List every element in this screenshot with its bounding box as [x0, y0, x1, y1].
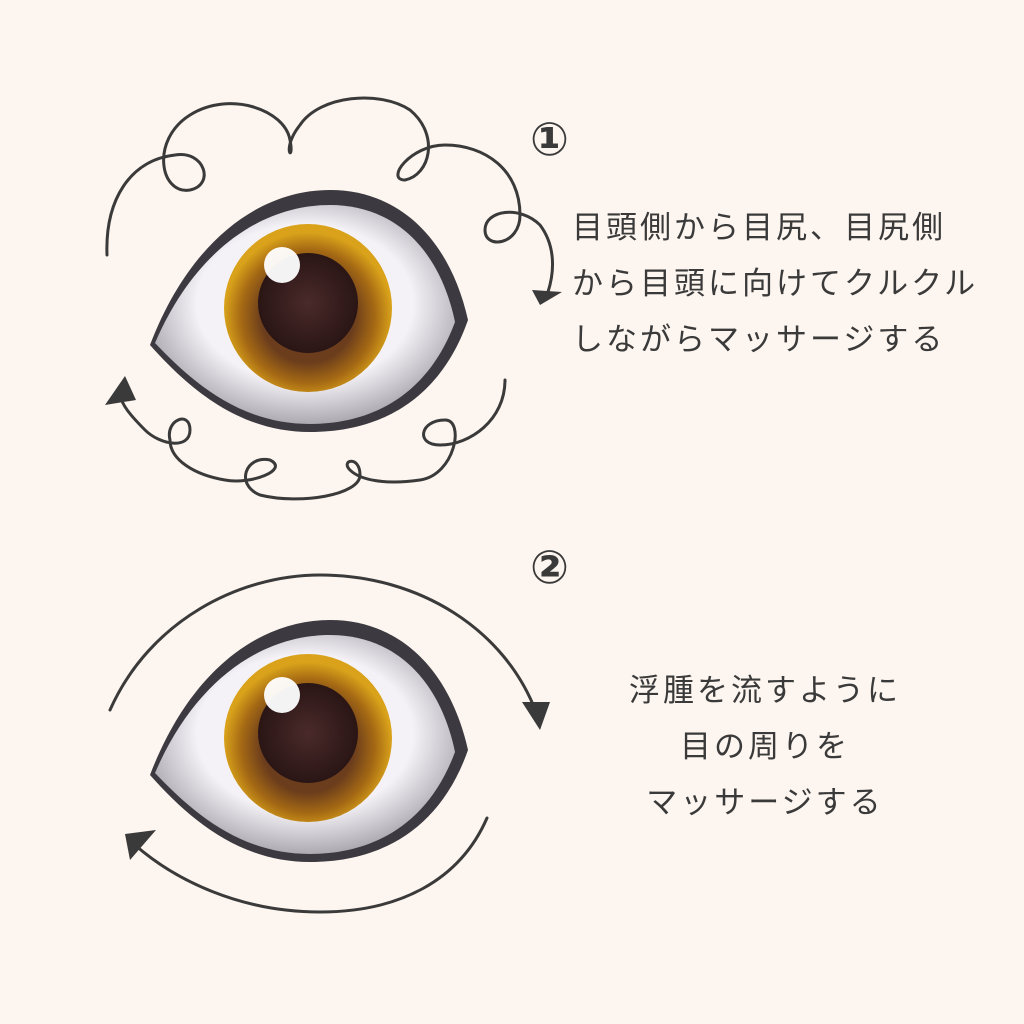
text-line: しながらマッサージする: [572, 322, 946, 358]
arrowhead-icon: [532, 290, 562, 305]
text-line: 浮腫を流すように: [629, 673, 901, 709]
arrowhead-icon: [105, 376, 136, 405]
arrowhead-icon: [125, 830, 156, 860]
text-line: 目頭側から目尻、目尻側: [572, 210, 946, 246]
arc-arrow-top: [108, 573, 538, 714]
curly-arrow-bottom: [118, 378, 507, 501]
step-1-number: ①: [530, 112, 569, 166]
curly-arrow-top: [105, 96, 554, 294]
step-1-description: 目頭側から目尻、目尻側 から目頭に向けてクルクル しながらマッサージする: [572, 200, 978, 368]
text-line: から目頭に向けてクルクル: [572, 266, 979, 302]
text-line: マッサージする: [646, 785, 884, 821]
arrowhead-icon: [522, 702, 550, 730]
step-2-description: 浮腫を流すように 目の周りを マッサージする: [620, 663, 910, 831]
arc-arrow-bottom: [133, 816, 489, 914]
eye-illustration-2: [150, 620, 468, 862]
step-2-number: ②: [530, 540, 569, 594]
eye-illustration-1: [150, 190, 468, 432]
text-line: 目の周りを: [680, 729, 850, 765]
